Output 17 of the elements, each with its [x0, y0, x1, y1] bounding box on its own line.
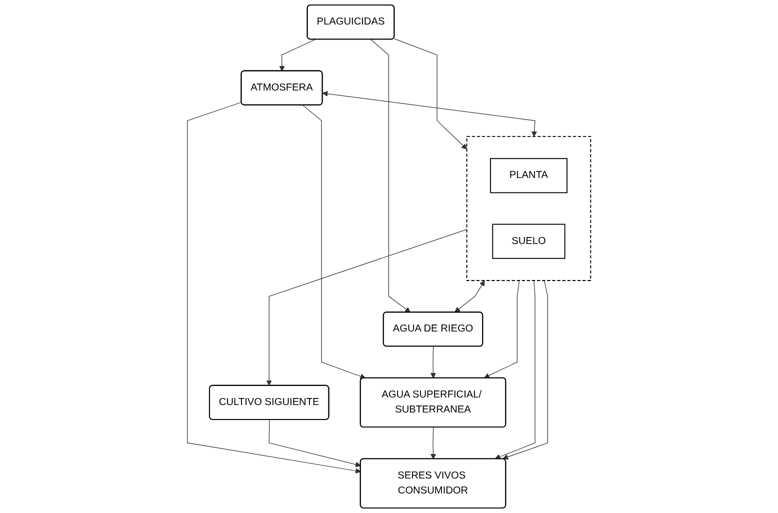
arrow	[494, 280, 536, 460]
arrow	[268, 420, 361, 468]
arrow	[370, 39, 411, 313]
arrow	[430, 346, 436, 378]
cluster	[466, 136, 592, 281]
arrow	[302, 104, 366, 379]
node-box: PLANTA	[490, 158, 568, 194]
node-box: SUELO	[492, 224, 566, 259]
arrow	[187, 102, 361, 474]
arrow	[279, 39, 316, 72]
arrow	[266, 229, 468, 386]
arrow	[430, 427, 436, 460]
arrow	[484, 280, 520, 378]
arrow	[394, 38, 468, 150]
arrow	[322, 91, 538, 137]
arrow	[502, 280, 548, 460]
arrow	[454, 280, 485, 312]
